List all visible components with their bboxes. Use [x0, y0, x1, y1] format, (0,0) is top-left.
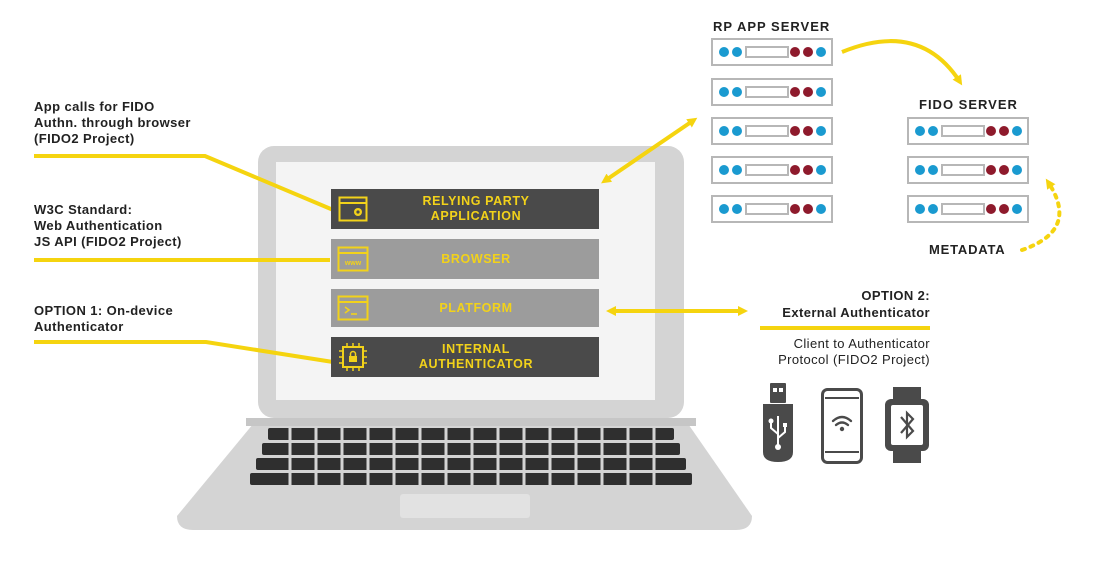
server-unit — [711, 156, 833, 184]
app-window-gear-icon — [331, 189, 375, 229]
note-line: (FIDO2 Project) — [34, 131, 135, 146]
note-line: Web Authentication — [34, 218, 163, 233]
fido-server-title: FIDO SERVER — [919, 97, 1018, 112]
smartwatch-bluetooth-icon — [885, 387, 929, 463]
server-unit — [711, 38, 833, 66]
option2-title: OPTION 2: External Authenticator — [782, 287, 930, 321]
browser-window-icon: www — [331, 239, 375, 279]
terminal-window-icon — [331, 289, 375, 327]
note-line: Authenticator — [34, 319, 124, 334]
rp-to-fido-arrow — [841, 39, 963, 86]
callout-lines — [34, 154, 339, 364]
layer-label: AUTHENTICATOR — [418, 357, 534, 371]
server-unit — [711, 78, 833, 106]
server-unit — [711, 195, 833, 223]
browser-icon-text: www — [344, 260, 362, 267]
note-line: JS API (FIDO2 Project) — [34, 234, 182, 249]
layer-browser: www BROWSER — [331, 239, 599, 279]
rp-server-arrow — [601, 117, 698, 184]
rp-server-title: RP APP SERVER — [713, 19, 831, 34]
protocol-line: Protocol (FIDO2 Project) — [778, 352, 930, 367]
layer-label: APPLICATION — [430, 209, 522, 223]
server-unit — [907, 156, 1029, 184]
protocol-text: Client to Authenticator Protocol (FIDO2 … — [778, 336, 930, 368]
note-line: OPTION 1: On-device — [34, 303, 174, 318]
note-app-calls: App calls for FIDO Authn. through browse… — [34, 99, 191, 147]
note-line: Authn. through browser — [34, 115, 191, 130]
note-w3c: W3C Standard: Web Authentication JS API … — [34, 202, 182, 250]
layer-label: INTERNAL — [442, 342, 510, 356]
option2-line: OPTION 2: — [861, 288, 930, 303]
metadata-arrow — [1020, 178, 1062, 252]
layer-label: PLATFORM — [439, 300, 513, 315]
protocol-line: Client to Authenticator — [793, 336, 930, 351]
layer-label: BROWSER — [441, 251, 511, 266]
smartphone-nfc-icon — [821, 388, 863, 464]
metadata-label: METADATA — [929, 242, 1006, 257]
chip-lock-icon — [331, 337, 375, 377]
note-line: W3C Standard: — [34, 202, 133, 217]
note-line: App calls for FIDO — [34, 99, 155, 114]
layer-platform: PLATFORM — [331, 289, 599, 327]
option2-line: External Authenticator — [782, 305, 930, 320]
server-unit — [711, 117, 833, 145]
layer-label: RELYING PARTY — [422, 194, 530, 208]
usb-key-icon — [763, 383, 793, 462]
server-unit — [907, 195, 1029, 223]
note-option1: OPTION 1: On-device Authenticator — [34, 303, 173, 335]
server-unit — [907, 117, 1029, 145]
